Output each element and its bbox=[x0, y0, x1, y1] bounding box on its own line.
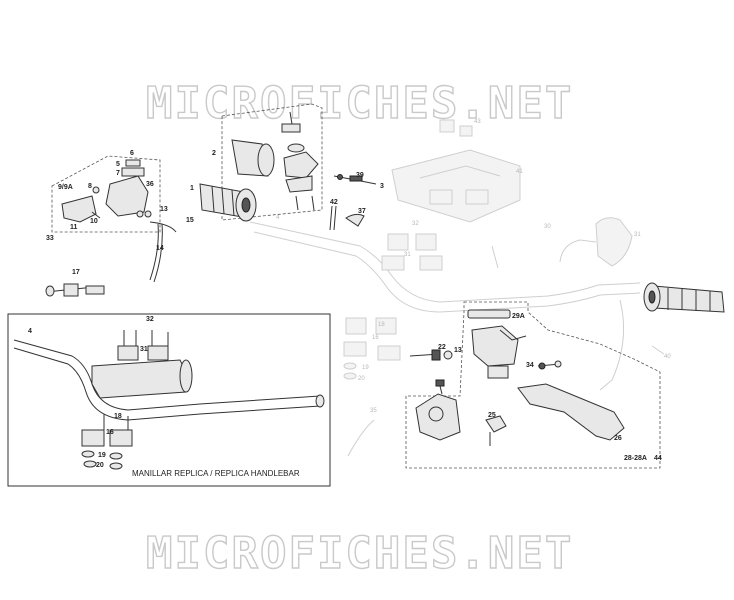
callout-11: 11 bbox=[70, 224, 78, 231]
callout-15: 15 bbox=[186, 217, 194, 224]
callout-9-9a: 9/9A bbox=[58, 184, 73, 191]
callout-41: 41 bbox=[516, 169, 523, 175]
background-handlebar bbox=[249, 119, 665, 457]
callout-31-faint: 31 bbox=[404, 252, 411, 258]
inset-callout-4: 4 bbox=[28, 328, 32, 335]
callout-40: 40 bbox=[664, 354, 671, 360]
callout-10: 10 bbox=[90, 218, 98, 225]
callout-3: 3 bbox=[380, 183, 384, 190]
throttle-assembly bbox=[199, 103, 377, 231]
callout-39: 39 bbox=[356, 172, 364, 179]
callout-28-28a: 28-28A bbox=[624, 455, 647, 462]
callout-13: 13 bbox=[160, 206, 168, 213]
callout-14: 14 bbox=[156, 245, 164, 252]
inset-caption: MANILLAR REPLICA / REPLICA HANDLEBAR bbox=[132, 469, 300, 478]
callout-17: 17 bbox=[72, 269, 80, 276]
callout-31-right: 31 bbox=[634, 232, 641, 238]
inset-callout-19: 19 bbox=[98, 452, 106, 459]
callout-36: 36 bbox=[146, 181, 154, 188]
replica-handlebar-inset: MANILLAR REPLICA / REPLICA HANDLEBAR bbox=[7, 313, 331, 487]
callout-20-faint: 20 bbox=[358, 376, 365, 382]
callout-34: 34 bbox=[526, 362, 534, 369]
callout-5: 5 bbox=[116, 161, 120, 168]
inset-callout-18: 18 bbox=[114, 413, 122, 420]
callout-18-faint: 18 bbox=[378, 322, 385, 328]
callout-43: 43 bbox=[474, 119, 481, 125]
callout-13-brake: 13 bbox=[454, 347, 462, 354]
watermark-top: MICROFICHES.NET bbox=[146, 78, 573, 129]
callout-4-faint: 4 bbox=[276, 215, 280, 221]
callout-29a: 29A bbox=[512, 313, 525, 320]
callout-42: 42 bbox=[330, 199, 338, 206]
callout-16-faint: 16 bbox=[372, 335, 379, 341]
inset-callout-16: 16 bbox=[106, 429, 114, 436]
callout-32-faint: 32 bbox=[412, 221, 419, 227]
callout-33: 33 bbox=[46, 235, 54, 242]
callout-1: 1 bbox=[190, 185, 194, 192]
callout-30: 30 bbox=[544, 224, 551, 230]
callout-6: 6 bbox=[130, 150, 134, 157]
watermark-bottom: MICROFICHES.NET bbox=[146, 528, 573, 579]
callout-44: 44 bbox=[654, 455, 662, 462]
callout-37: 37 bbox=[358, 208, 366, 215]
part-17 bbox=[45, 283, 105, 297]
callout-26: 26 bbox=[614, 435, 622, 442]
inset-callout-20: 20 bbox=[96, 462, 104, 469]
brake-assembly bbox=[405, 301, 661, 469]
callout-25: 25 bbox=[488, 412, 496, 419]
callout-22: 22 bbox=[438, 344, 446, 351]
callout-7: 7 bbox=[116, 170, 120, 177]
callout-35: 35 bbox=[370, 408, 377, 414]
callout-2: 2 bbox=[212, 150, 216, 157]
inset-callout-31: 31 bbox=[140, 346, 148, 353]
switch-assembly bbox=[51, 155, 177, 283]
callout-19-faint: 19 bbox=[362, 365, 369, 371]
callout-8: 8 bbox=[88, 183, 92, 190]
right-grip bbox=[643, 282, 725, 313]
inset-callout-32: 32 bbox=[146, 316, 154, 323]
